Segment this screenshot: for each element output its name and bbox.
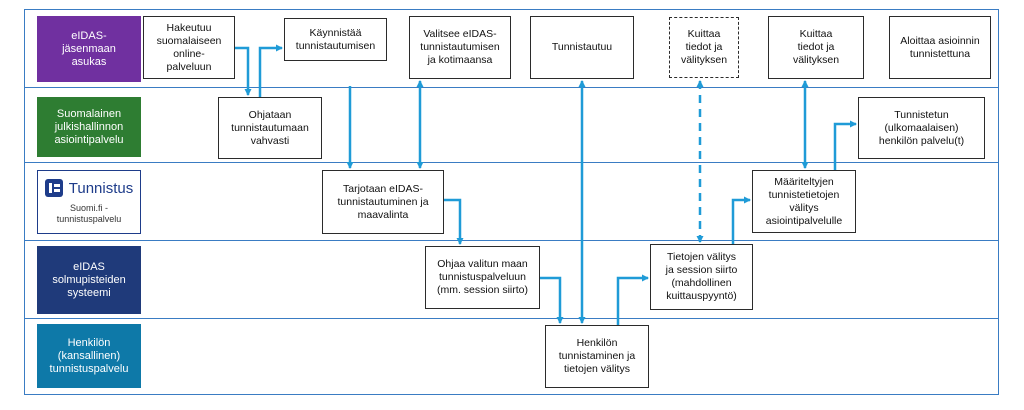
swimlane-frame <box>24 9 999 395</box>
lane-label-tunnistus: Tunnistus Suomi.fi - tunnistuspalvelu <box>37 170 141 234</box>
step-box-tunnistautuu: Tunnistautuu <box>530 16 634 79</box>
lane-divider <box>24 240 999 241</box>
lane-label-public-service: Suomalainen julkishallinnon asiointipalv… <box>37 97 141 157</box>
step-box-ohjataan: Ohjataan tunnistautumaan vahvasti <box>218 97 322 159</box>
lane-label-resident: eIDAS- jäsenmaan asukas <box>37 16 141 82</box>
arrow-s1-to-s2 <box>235 46 252 96</box>
arrow-s4-to-s6 <box>444 198 464 245</box>
tunnistus-brand: Tunnistus <box>68 179 134 197</box>
step-box-kaynnistaa: Käynnistää tunnistautumisen <box>284 18 387 61</box>
step-box-tunnistetun: Tunnistetun (ulkomaalaisen) henkilön pal… <box>858 97 985 159</box>
lane-divider <box>24 87 999 88</box>
step-box-ohjaa: Ohjaa valitun maan tunnistuspalveluun (m… <box>425 246 540 309</box>
lane-divider <box>24 162 999 163</box>
step-box-maariteltyjen: Määriteltyjen tunnistetietojen välitys a… <box>752 170 856 233</box>
lane-label-node: eIDAS solmupisteiden systeemi <box>37 246 141 314</box>
step-box-valitsee: Valitsee eIDAS- tunnistautumisen ja koti… <box>409 16 511 79</box>
step-box-aloittaa: Aloittaa asioinnin tunnistettuna <box>889 16 991 79</box>
arrow-s8-to-s10 <box>616 274 649 325</box>
lane-label-national-idp: Henkilön (kansallinen) tunnistuspalvelu <box>37 324 141 388</box>
arrow-s2-to-s3 <box>258 44 283 97</box>
arrow-s10-to-s12 <box>731 196 751 244</box>
suomi-fi-logo-icon <box>44 179 63 197</box>
lane-divider <box>24 318 999 319</box>
step-box-kuittaa-optional: Kuittaa tiedot ja välityksen <box>669 17 739 78</box>
arrow-s12-to-s14 <box>833 120 857 170</box>
step-box-tietojen-valitys: Tietojen välitys ja session siirto (mahd… <box>650 244 753 310</box>
step-box-hakeutuu: Hakeutuu suomalaiseen online- palveluun <box>143 16 235 79</box>
step-box-kuittaa: Kuittaa tiedot ja välityksen <box>768 16 864 79</box>
arrow-s6-to-s8 <box>540 276 564 324</box>
step-box-henkilon-tunnistaminen: Henkilön tunnistaminen ja tietojen välit… <box>545 325 649 388</box>
tunnistus-subtitle: Suomi.fi - tunnistuspalvelu <box>56 203 122 224</box>
step-box-tarjotaan: Tarjotaan eIDAS- tunnistautuminen ja maa… <box>322 170 444 234</box>
